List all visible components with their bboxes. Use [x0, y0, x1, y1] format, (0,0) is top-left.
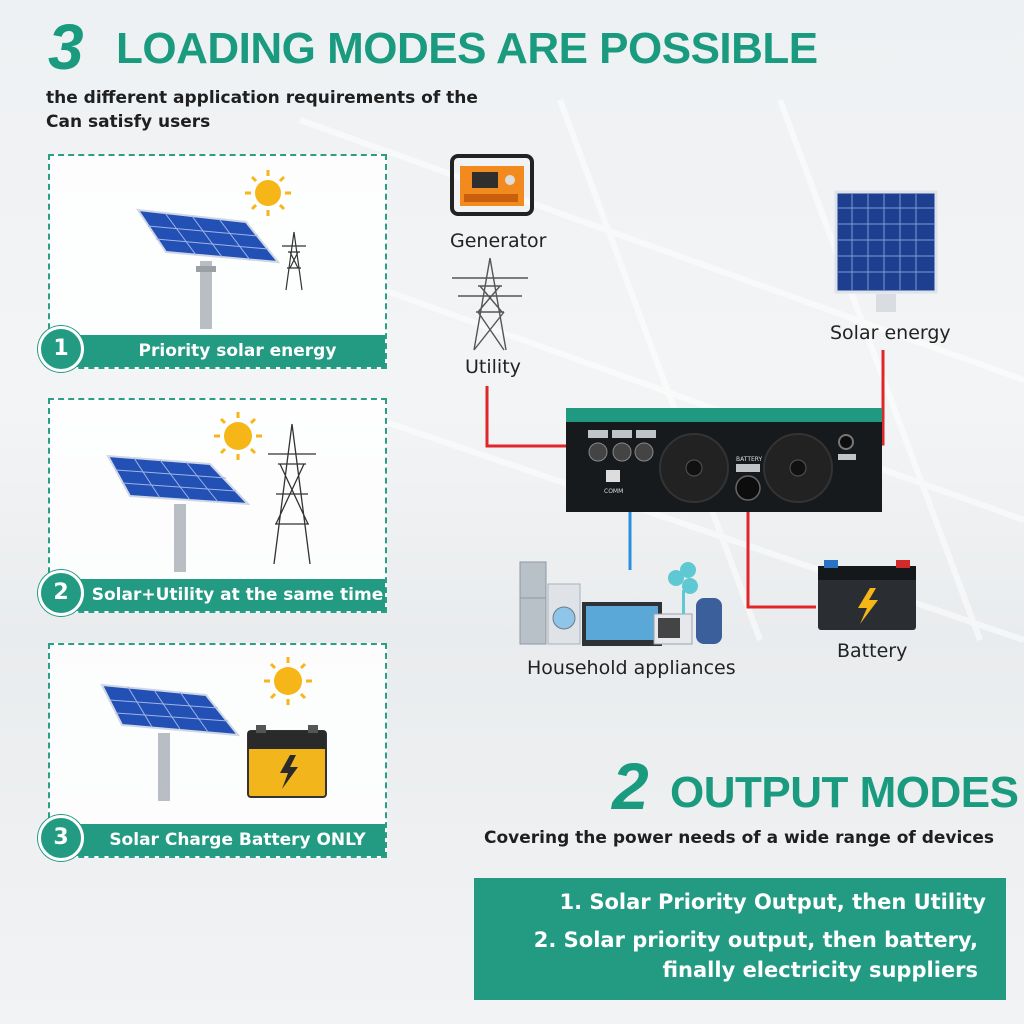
solar-energy-label: Solar energy [830, 322, 951, 344]
household-appliances-icon [519, 561, 722, 646]
output-mode-1: 1. Solar Priority Output, then Utility [559, 890, 986, 914]
solar-panel-icon [135, 170, 306, 329]
battery-label: Battery [837, 640, 908, 662]
subtitle-line-1: the different application requirements o… [46, 88, 478, 108]
utility-tower-icon [452, 257, 528, 351]
output-subtitle: Covering the power needs of a wide range… [484, 828, 995, 848]
solar-energy-icon [834, 190, 938, 312]
battery-icon [818, 560, 916, 630]
utility-wire [485, 386, 588, 448]
solar-battery-icon [100, 657, 327, 801]
battery-wire [746, 500, 816, 609]
header-number: 3 [48, 11, 84, 83]
output-modes-box: 1. Solar Priority Output, then Utility 2… [474, 878, 1006, 1000]
utility-label: Utility [465, 356, 521, 378]
mode-3-badge: 3 [38, 815, 84, 861]
output-mode-2: 2. Solar priority output, then battery, [533, 928, 978, 952]
household-appliances-label: Household appliances [527, 657, 736, 679]
output-number: 2 [612, 749, 649, 823]
inverter-unit: COMM BATTERY [566, 408, 882, 512]
output-mode-2-continued: finally electricity suppliers [662, 958, 978, 982]
mode-card-2: Solar+Utility at the same time 2 [38, 398, 387, 616]
mode-2-badge: 2 [38, 570, 84, 616]
output-title: OUTPUT MODES [670, 768, 1019, 817]
mode-1-badge: 1 [38, 326, 84, 372]
generator-icon [450, 154, 534, 216]
inverter-battery-label: BATTERY [736, 456, 763, 463]
mode-card-3: Solar Charge Battery ONLY 3 [38, 643, 387, 861]
mode-2-bar: Solar+Utility at the same time [50, 579, 385, 611]
solar-utility-icon [106, 412, 316, 572]
page-title: LOADING MODES ARE POSSIBLE [116, 24, 818, 73]
inverter-comm-label: COMM [604, 488, 624, 495]
mode-card-1: Priority solar energy 1 [38, 154, 387, 372]
generator-label: Generator [450, 230, 547, 252]
mode-1-bar: Priority solar energy [50, 335, 385, 367]
inverter-panel [588, 430, 856, 503]
mode-3-bar: Solar Charge Battery ONLY [50, 824, 385, 856]
subtitle-line-2: Can satisfy users [46, 112, 211, 132]
